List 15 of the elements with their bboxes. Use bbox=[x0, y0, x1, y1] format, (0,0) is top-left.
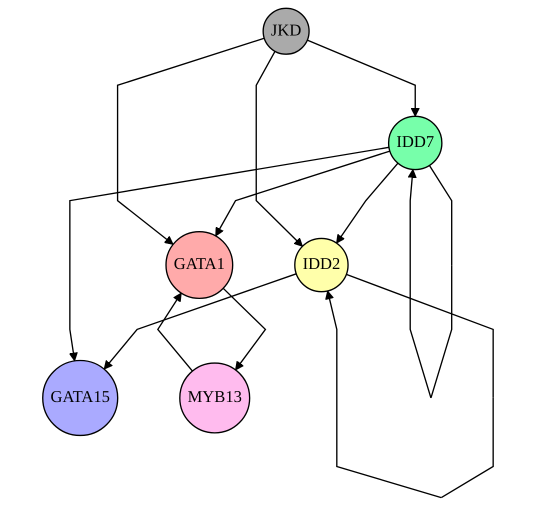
node-circle: IDD2 bbox=[294, 238, 349, 292]
node-circle: MYB13 bbox=[179, 362, 250, 434]
node-circle: GATA1 bbox=[165, 231, 234, 300]
node-circle: GATA15 bbox=[42, 360, 118, 436]
arrow bbox=[307, 39, 420, 117]
arrow bbox=[116, 38, 264, 245]
arrow bbox=[336, 162, 398, 244]
arrow bbox=[68, 146, 390, 362]
node-circle: JKD bbox=[262, 8, 310, 55]
arrow bbox=[156, 292, 193, 372]
arrow bbox=[215, 150, 390, 236]
arrow bbox=[222, 288, 266, 370]
node-circle: IDD7 bbox=[388, 116, 443, 170]
arrow bbox=[104, 273, 297, 370]
arrow bbox=[256, 51, 303, 247]
